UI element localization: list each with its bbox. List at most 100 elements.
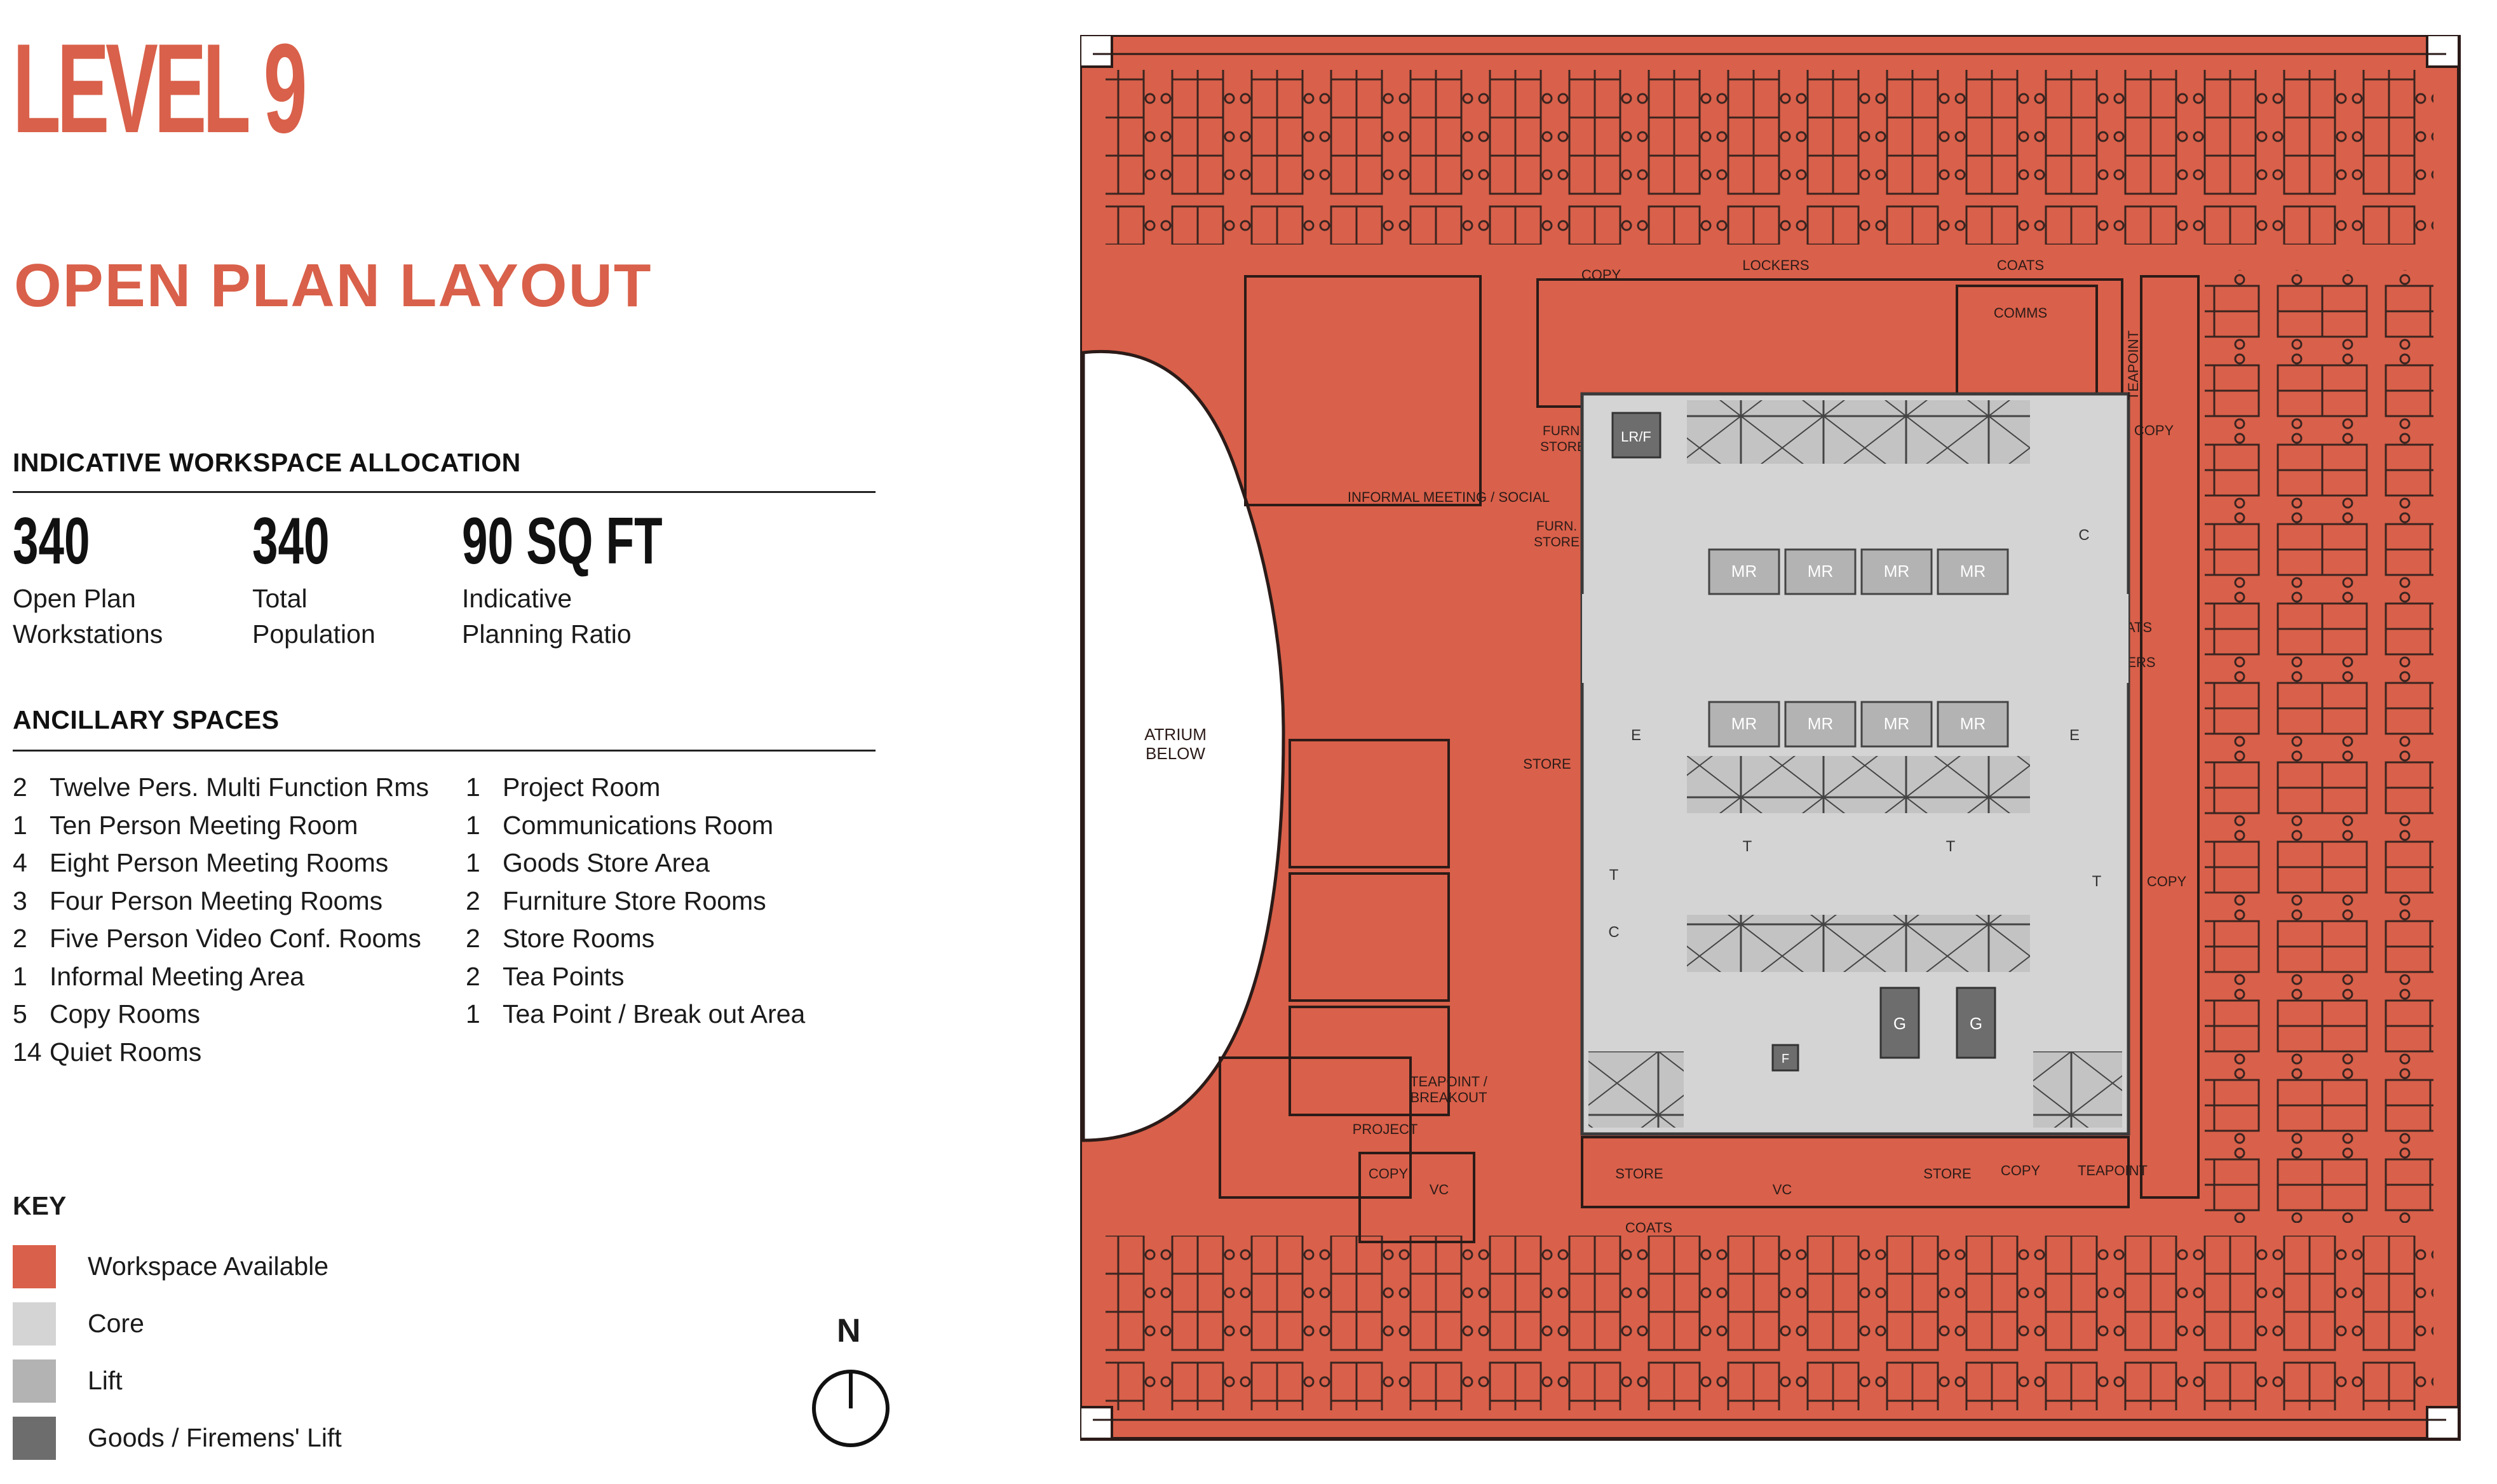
stat-label: Planning Ratio <box>462 619 632 649</box>
ancillary-heading: ANCILLARY SPACES <box>13 705 280 734</box>
space-name: Twelve Pers. Multi Function Rms <box>50 772 429 802</box>
furn-store-label: STORE <box>1534 535 1580 550</box>
corner-column <box>2426 34 2460 68</box>
mr-label: MR <box>1808 562 1833 581</box>
count: 1 <box>466 999 480 1029</box>
count: 5 <box>13 999 27 1029</box>
lrf-label: LR/F <box>1621 429 1651 445</box>
mr-label: MR <box>1731 714 1757 733</box>
corner-column <box>1079 1406 1113 1440</box>
lift-shaft <box>1588 1051 1684 1128</box>
goods-lift <box>1611 412 1661 459</box>
count: 3 <box>13 886 27 915</box>
informal-meeting-label: INFORMAL MEETING / SOCIAL <box>1348 489 1550 505</box>
project-label: PROJECT <box>1353 1121 1418 1137</box>
count: 1 <box>466 848 480 877</box>
space-name: Copy Rooms <box>50 999 200 1029</box>
key-label: Goods / Firemens' Lift <box>88 1423 342 1452</box>
list-item: 3 Four Person Meeting Rooms <box>13 882 429 921</box>
firemens-lift <box>1771 1044 1799 1072</box>
c-label: C <box>1608 924 1619 941</box>
goods-lift <box>1956 987 1996 1059</box>
layout-title: OPEN PLAN LAYOUT <box>14 252 653 320</box>
count: 1 <box>13 810 27 840</box>
space-name: Goods Store Area <box>503 848 710 877</box>
compass-icon <box>812 1370 890 1447</box>
furn-store-label: FURN. <box>1536 519 1577 534</box>
copy-room-label: COPY <box>2134 422 2174 438</box>
key-heading: KEY <box>13 1191 67 1220</box>
mr-label: MR <box>1884 714 1909 733</box>
comms-label: COMMS <box>1994 305 2047 321</box>
teapoint-label: TEAPOINT <box>2125 330 2141 400</box>
corner-column <box>2426 1406 2460 1440</box>
key-label: Workspace Available <box>88 1251 329 1281</box>
key-swatch <box>13 1359 56 1403</box>
c-label: C <box>2078 527 2089 544</box>
copy-room-label: COPY <box>1581 267 1621 283</box>
space-name: Five Person Video Conf. Rooms <box>50 924 421 953</box>
stat-label: Total <box>252 584 308 613</box>
floor-plan-drawing: ATRIUM BELOW INFORMAL MEETING / SOCIAL P… <box>1078 33 2461 1441</box>
count: 4 <box>13 848 27 877</box>
coats-label: COATS <box>1997 257 2044 273</box>
stat-label: Open Plan <box>13 584 136 613</box>
firemens-lift-label: F <box>1782 1052 1789 1066</box>
lift-bank <box>1687 915 2030 972</box>
mr-label: MR <box>1808 714 1833 733</box>
key-label: Lift <box>88 1366 123 1395</box>
stat-total-population: 340 Total Population <box>252 508 376 652</box>
space-name: Store Rooms <box>503 924 655 953</box>
north-compass: N <box>810 1312 893 1452</box>
south-service-rooms <box>1581 1136 2130 1208</box>
stat-open-plan: 340 Open Plan Workstations <box>13 508 163 652</box>
lockers-label: LOCKERS <box>1742 257 1809 273</box>
south-workstations <box>1106 1236 2433 1410</box>
list-item: 1 Ten Person Meeting Room <box>13 807 429 845</box>
count: 1 <box>466 810 480 840</box>
t-label: T <box>2092 873 2102 890</box>
count: 2 <box>466 924 480 953</box>
space-name: Four Person Meeting Rooms <box>50 886 383 915</box>
north-workstations <box>1106 70 2433 245</box>
stat-planning-ratio: 90 SQ FT Indicative Planning Ratio <box>462 508 748 652</box>
space-name: Furniture Store Rooms <box>503 886 766 915</box>
stat-value: 340 <box>252 504 330 578</box>
e-label: E <box>2069 727 2080 744</box>
goods-lift-label: G <box>1970 1014 1982 1033</box>
mr-label: MR <box>1960 562 1986 581</box>
store-label: STORE <box>1615 1166 1663 1182</box>
coats-label: COATS <box>1625 1220 1672 1236</box>
stat-label: Workstations <box>13 619 163 649</box>
count: 2 <box>466 886 480 915</box>
copy-room-label: COPY <box>2147 874 2187 889</box>
lift-bank <box>1687 756 2030 813</box>
stat-value: 90 SQ FT <box>462 504 663 578</box>
space-name: Ten Person Meeting Room <box>50 810 358 840</box>
count: 1 <box>13 961 27 991</box>
t-label: T <box>1743 838 1752 855</box>
space-name: Tea Points <box>503 961 625 991</box>
west-meeting-rooms <box>1219 275 2200 1243</box>
allocation-divider <box>13 491 876 493</box>
list-item: 2 Store Rooms <box>466 920 805 958</box>
stat-label: Population <box>252 619 376 649</box>
lift-bank <box>1687 400 2030 464</box>
list-item: 1 Goods Store Area <box>466 844 805 882</box>
stat-label: Indicative <box>462 584 572 613</box>
ancillary-divider <box>13 750 876 752</box>
t-label: T <box>1946 838 1956 855</box>
level-title: LEVEL 9 <box>13 18 308 159</box>
furn-store-label: STORE <box>1540 440 1586 454</box>
floor-plan: ATRIUM BELOW INFORMAL MEETING / SOCIAL P… <box>1078 33 2478 1455</box>
key-swatch <box>13 1417 56 1460</box>
copy-room-label: COPY <box>1369 1166 1409 1182</box>
atrium-void <box>1081 349 1285 1142</box>
